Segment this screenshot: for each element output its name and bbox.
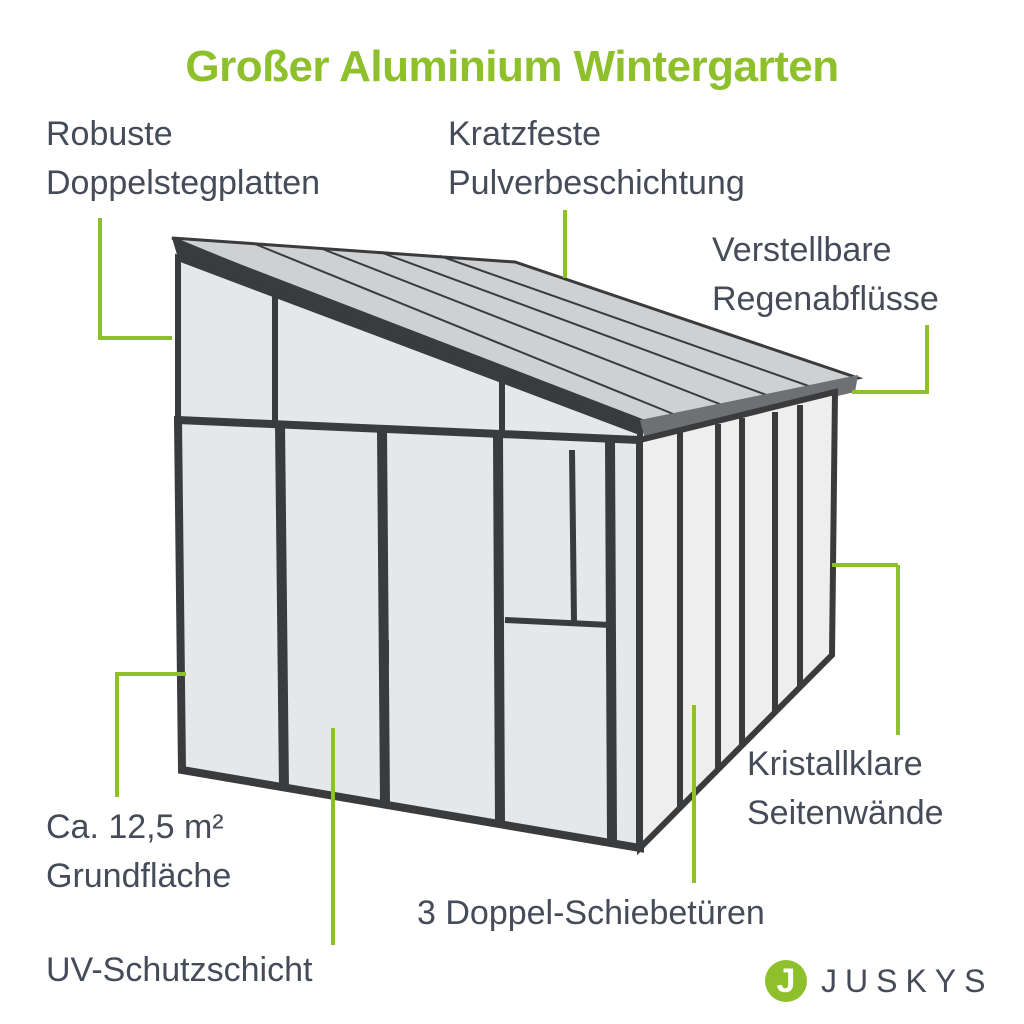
feature-label-floor-area: Ca. 12,5 m² Grundfläche	[46, 808, 232, 895]
feature-label-clear-side-walls: Kristallklare Seitenwände	[747, 745, 944, 832]
feature-label-uv-protection: UV-Schutzschicht	[46, 951, 313, 989]
page-title: Großer Aluminium Wintergarten	[185, 42, 839, 91]
feature-label-double-wall-panels: Robuste Doppelstegplatten	[46, 115, 321, 202]
brand-logo-icon	[765, 960, 807, 1002]
feature-label-sliding-doors: 3 Doppel-Schiebetüren	[417, 894, 765, 932]
brand-logo: JUSKYS	[765, 960, 993, 1002]
feature-label-rain-gutters: Verstellbare Regenabflüsse	[712, 231, 939, 318]
feature-label-powder-coating: Kratzfeste Pulverbeschichtung	[448, 115, 745, 202]
brand-name: JUSKYS	[821, 962, 994, 999]
